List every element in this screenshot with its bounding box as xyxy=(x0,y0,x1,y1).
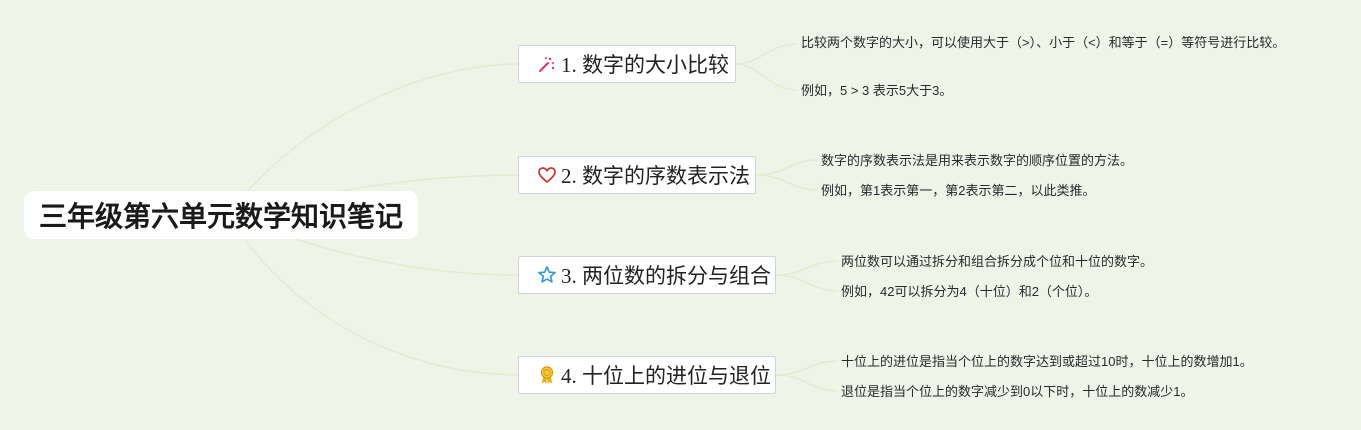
note-4-1: 十位上的进位是指当个位上的数字达到或超过10时，十位上的数增加1。 xyxy=(841,354,1253,369)
note-1-1: 比较两个数字的大小，可以使用大于（>）、小于（<）和等于（=）等符号进行比较。 xyxy=(801,35,1286,50)
connector-branch-2-note-2 xyxy=(755,174,819,191)
award-ribbon-icon xyxy=(537,365,557,385)
star-icon xyxy=(537,265,557,285)
note-4-2: 退位是指当个位上的数字减少到0以下时，十位上的数减少1。 xyxy=(841,384,1194,399)
connector-root-branch-1 xyxy=(227,63,521,216)
branch-topic-3[interactable]: 3. 两位数的拆分与组合 xyxy=(518,256,776,294)
branch-topic-1[interactable]: 1. 数字的大小比较 xyxy=(518,45,736,83)
connector-branch-2-note-1 xyxy=(755,159,819,176)
note-3-1: 两位数可以通过拆分和组合拆分成个位和十位的数字。 xyxy=(841,254,1154,269)
connector-root-branch-4 xyxy=(227,214,521,376)
root-topic[interactable]: 三年级第六单元数学知识笔记 xyxy=(24,191,418,239)
note-1-2: 例如，5 > 3 表示5大于3。 xyxy=(801,83,953,98)
magic-wand-icon xyxy=(537,54,557,74)
note-3-2: 例如，42可以拆分为4（十位）和2（个位）。 xyxy=(841,284,1098,299)
branch-label-1: 1. 数字的大小比较 xyxy=(561,53,729,77)
heart-icon xyxy=(537,165,557,185)
note-2-1: 数字的序数表示法是用来表示数字的顺序位置的方法。 xyxy=(821,153,1134,168)
connector-branch-3-note-1 xyxy=(775,260,839,276)
branch-topic-2[interactable]: 2. 数字的序数表示法 xyxy=(518,156,756,194)
connector-branch-4-note-1 xyxy=(775,360,839,376)
note-2-2: 例如，第1表示第一，第2表示第二，以此类推。 xyxy=(821,183,1096,198)
connector-branch-1-note-2 xyxy=(735,63,799,91)
connector-branch-4-note-2 xyxy=(775,374,839,392)
connector-branch-1-note-1 xyxy=(735,43,799,65)
branch-topic-4[interactable]: 4. 十位上的进位与退位 xyxy=(518,356,776,394)
connector-branch-3-note-2 xyxy=(775,274,839,292)
branch-label-3: 3. 两位数的拆分与组合 xyxy=(561,264,771,288)
branch-label-2: 2. 数字的序数表示法 xyxy=(561,164,750,188)
root-title: 三年级第六单元数学知识笔记 xyxy=(38,201,403,232)
branch-label-4: 4. 十位上的进位与退位 xyxy=(561,364,771,388)
